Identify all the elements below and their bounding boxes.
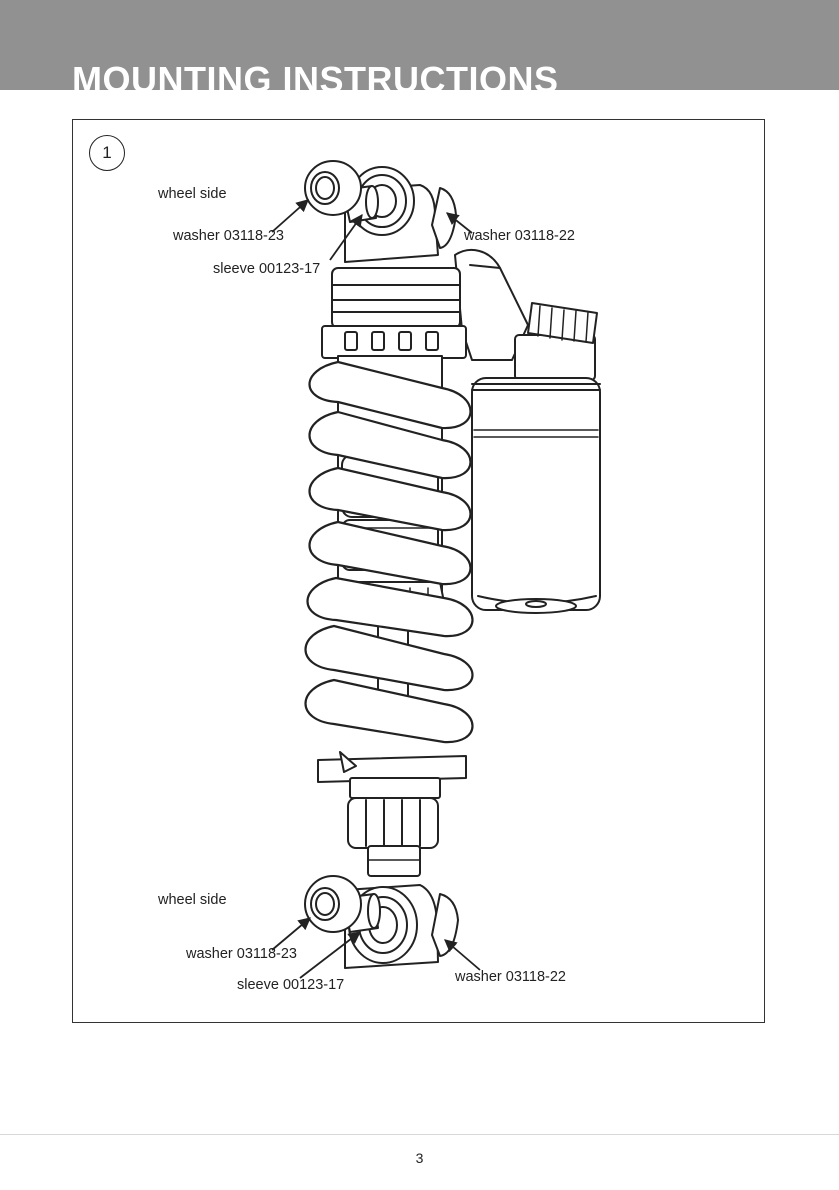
bottom-washer-left bbox=[304, 875, 362, 933]
label-top-sleeve: sleeve 00123-17 bbox=[213, 261, 321, 277]
label-bottom-washer-left: washer 03118-23 bbox=[186, 946, 297, 962]
label-top-washer-right: washer 03118-22 bbox=[464, 228, 575, 244]
page-header: MOUNTING INSTRUCTIONS bbox=[0, 0, 839, 90]
label-bottom-sleeve: sleeve 00123-17 bbox=[237, 977, 345, 993]
spring-coils bbox=[304, 360, 474, 744]
label-top-wheel-side: wheel side bbox=[158, 186, 227, 202]
callout-arrows bbox=[271, 199, 481, 979]
reservoir-canister bbox=[454, 248, 601, 614]
page-number: 3 bbox=[415, 1150, 424, 1166]
label-bottom-washer-right: washer 03118-22 bbox=[455, 969, 566, 985]
page-title: MOUNTING INSTRUCTIONS bbox=[72, 59, 559, 90]
label-top-washer-left: washer 03118-23 bbox=[173, 228, 284, 244]
label-bottom-wheel-side: wheel side bbox=[158, 892, 227, 908]
lower-spring-seat bbox=[317, 751, 467, 877]
step-number-badge: 1 bbox=[89, 135, 125, 171]
footer-divider bbox=[0, 1134, 839, 1135]
top-washer-left bbox=[304, 160, 362, 216]
